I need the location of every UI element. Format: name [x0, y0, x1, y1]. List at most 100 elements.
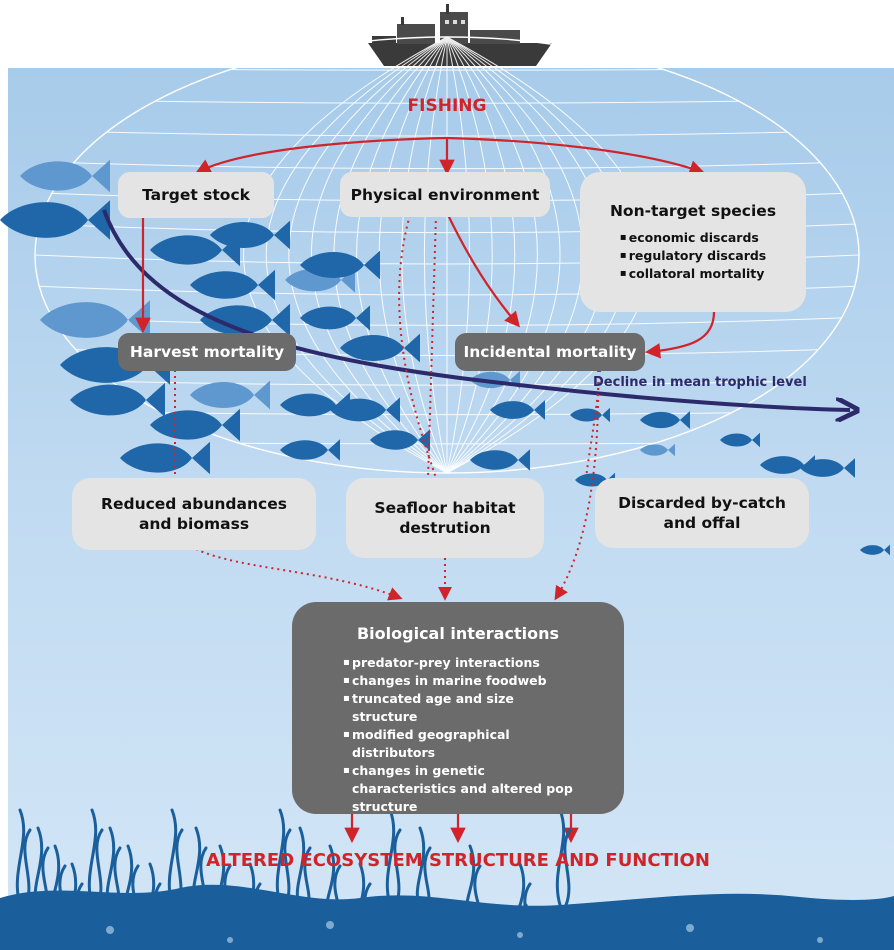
- discarded-bycatch-label: Discarded by-catch and offal: [618, 494, 786, 532]
- dotted-arrows: [174, 214, 601, 601]
- incidental-mortality-box: Incidental mortality: [455, 333, 645, 371]
- fish-icon: [340, 333, 420, 363]
- dot-physical-seafloor-2: [398, 214, 437, 479]
- bio-item: predator-prey interactions: [343, 654, 573, 672]
- seaweed-frond: [415, 826, 426, 907]
- seaweed-frond: [465, 844, 476, 907]
- fish-icon: [860, 544, 890, 556]
- fish-icon: [280, 439, 340, 461]
- dot-physical-seafloor: [427, 214, 437, 479]
- seaweed-frond: [325, 844, 336, 907]
- non-target-item: regulatory discards: [620, 247, 767, 265]
- target-stock-label: Target stock: [142, 186, 250, 204]
- non-target-item: economic discards: [620, 229, 767, 247]
- seaweed-frond: [303, 846, 312, 907]
- seaweed-frond: [145, 862, 156, 913]
- seaweed-frond: [199, 846, 208, 907]
- arrow-to-nontarget: [446, 136, 705, 176]
- fish-icon: [190, 380, 270, 410]
- seafloor: [0, 808, 894, 950]
- seaweed-frond: [167, 808, 178, 907]
- fish-icon: [60, 345, 170, 385]
- fish-icon: [70, 382, 165, 418]
- seaweed-frond: [355, 862, 366, 913]
- seaweed-frond: [131, 864, 140, 909]
- seaweed-frond: [523, 882, 532, 919]
- non-target-species-list: economic discards regulatory discards co…: [620, 229, 767, 283]
- seaweed-frond: [563, 828, 572, 907]
- seaweed-frond: [223, 864, 232, 909]
- fish-icon: [150, 408, 240, 442]
- crab-icon: [31, 904, 73, 929]
- non-target-species-box: Non-target species economic discards reg…: [580, 172, 806, 312]
- seaweed-frond: [58, 864, 67, 909]
- fish-icon: [470, 371, 520, 389]
- discarded-bycatch-box: Discarded by-catch and offal: [595, 478, 809, 548]
- fishing-arrows: [135, 136, 716, 844]
- fish-icon: [210, 220, 290, 250]
- fish-icon: [300, 305, 370, 331]
- dot-incidental-bio: [554, 369, 600, 601]
- seaweed-frond: [393, 828, 402, 907]
- fish-icon: [490, 400, 545, 420]
- seaweed-frond: [385, 808, 396, 907]
- seaweed-frond: [105, 826, 116, 907]
- outcome-label: ALTERED ECOSYSTEM STRUCTURE AND FUNCTION: [206, 850, 710, 871]
- seaweed-frond: [245, 862, 256, 913]
- fish-icon: [0, 200, 110, 240]
- fish-icon: [575, 472, 615, 488]
- seaweed-frond: [41, 846, 50, 907]
- fish-icon: [570, 407, 610, 423]
- seaweed-frond: [283, 828, 292, 907]
- non-target-species-title: Non-target species: [609, 202, 777, 220]
- arrow-nontarget-incidental: [644, 311, 716, 359]
- seaweed-frond: [113, 846, 122, 907]
- biological-interactions-title: Biological interactions: [356, 624, 559, 643]
- fish-icon: [330, 397, 400, 423]
- dot-incidental-discarded: [585, 369, 601, 479]
- seaweed-frond: [253, 882, 262, 919]
- dot-reduced-bio: [195, 548, 403, 601]
- seaweed-frond: [275, 808, 286, 907]
- harvest-mortality-label: Harvest mortality: [129, 343, 285, 361]
- trophic-decline-line: [102, 209, 850, 410]
- seaweed-frond: [473, 864, 482, 909]
- bio-item: modified geographical distributors: [343, 726, 573, 762]
- fish-icon: [720, 432, 760, 448]
- biological-interactions-list: predator-prey interactions changes in ma…: [343, 654, 573, 816]
- fish-icon: [470, 449, 530, 471]
- fish-icon: [300, 250, 380, 280]
- fish-icon: [40, 300, 150, 340]
- biological-interactions-box: Biological interactions predator-prey in…: [292, 602, 624, 814]
- fish-icon: [120, 441, 210, 475]
- fishing-title: FISHING: [407, 96, 487, 116]
- seaweed-frond: [87, 808, 98, 907]
- seaweed-frond: [295, 826, 306, 907]
- seaweed-frond: [33, 826, 44, 907]
- net-meridian: [446, 37, 538, 473]
- seaweed-frond: [191, 826, 202, 907]
- target-stock-box: Target stock: [118, 172, 274, 218]
- fish-icon: [285, 267, 355, 293]
- bio-item: changes in marine foodweb: [343, 672, 573, 690]
- reduced-abundances-box: Reduced abundances and biomass: [72, 478, 316, 550]
- net-parallel: [35, 129, 859, 137]
- net-meridian: [356, 37, 448, 473]
- non-target-item: collatoral mortality: [620, 265, 767, 283]
- fish-icon: [640, 443, 675, 457]
- net-parallel: [35, 316, 859, 326]
- seaweed-frond: [363, 882, 372, 919]
- bio-item: truncated age and size structure: [343, 690, 573, 726]
- seaweed-frond: [215, 844, 226, 907]
- seaweed-frond: [67, 862, 78, 913]
- fish-icon: [640, 411, 690, 429]
- net-meridian: [446, 37, 516, 473]
- physical-environment-box: Physical environment: [340, 172, 550, 217]
- physical-environment-label: Physical environment: [350, 185, 540, 204]
- net-parallel: [35, 379, 859, 386]
- seaweed-frond: [123, 844, 134, 907]
- net-outline: [34, 36, 860, 474]
- net-meridian: [446, 37, 493, 473]
- seafloor-habitat-label: Seafloor habitat destrution: [374, 499, 516, 537]
